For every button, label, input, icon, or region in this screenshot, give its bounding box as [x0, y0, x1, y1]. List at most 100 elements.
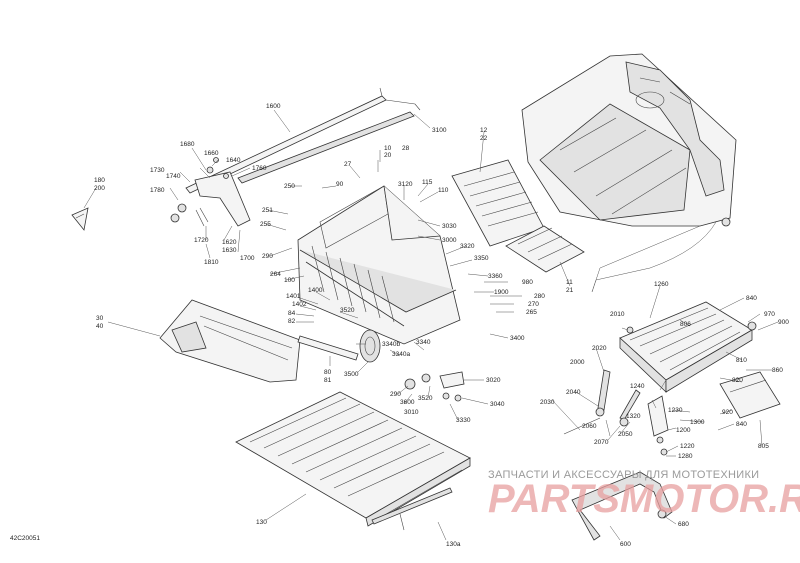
bracket-1300 — [647, 395, 669, 456]
callout: 130 — [256, 519, 267, 526]
callout: 2030 — [540, 399, 555, 406]
callout: 280 — [534, 293, 545, 300]
callout: 1660 — [204, 150, 219, 157]
callout: 3030 — [442, 223, 457, 230]
callout: 3000 — [442, 237, 457, 244]
small-bracket-180 — [71, 207, 89, 231]
callout: 1320 — [626, 413, 641, 420]
cargo-box-shell — [521, 53, 737, 227]
plate-805 — [719, 371, 781, 419]
callout: 2040 — [566, 389, 581, 396]
callout: 3600 — [400, 399, 415, 406]
callout: 10 — [384, 145, 392, 152]
callout: 82 — [288, 318, 296, 325]
lever-80 — [297, 335, 359, 361]
callout: 81 — [324, 377, 332, 384]
callout: 1280 — [678, 453, 693, 460]
callout: 1230 — [668, 407, 683, 414]
grommet — [721, 217, 731, 227]
callout: 3400 — [510, 335, 525, 342]
callout: 3340 — [416, 339, 431, 346]
callout-labels: 1600 3100 1680 1660 1640 1760 1730 1740 … — [94, 103, 789, 548]
callout: 265 — [526, 309, 537, 316]
callout: 110 — [438, 187, 449, 194]
callout: 3520 — [340, 307, 355, 314]
subframe-2010 — [619, 301, 757, 393]
callout: 840 — [736, 421, 747, 428]
callout: 3350 — [474, 255, 489, 262]
callout: 805 — [758, 443, 769, 450]
callout: 200 — [94, 185, 105, 192]
callout: 900 — [778, 319, 789, 326]
callout: 1400 — [308, 287, 323, 294]
callout: 1780 — [150, 187, 165, 194]
callout: 806 — [680, 321, 691, 328]
callout: 290 — [390, 391, 401, 398]
callout: 1220 — [680, 443, 695, 450]
callout: 3360 — [488, 273, 503, 280]
callout: 180 — [94, 177, 105, 184]
callout: 3500 — [344, 371, 359, 378]
diagram-code: 42C20051 — [10, 535, 40, 542]
callout: 290 — [262, 253, 273, 260]
callout: 1700 — [240, 255, 255, 262]
floor-rail-130a — [371, 487, 453, 531]
callout: 3340a — [392, 351, 410, 358]
bed-inner-frame — [297, 185, 461, 345]
callout: 21 — [566, 287, 574, 294]
cargo-floor-130 — [235, 391, 471, 527]
callout: 3340b — [382, 341, 400, 348]
callout: 30 — [96, 315, 104, 322]
bracket-3020 — [439, 371, 465, 402]
callout: 1300 — [690, 419, 705, 426]
flat-panel-11 — [505, 225, 585, 273]
watermark-caption: ЗАПЧАСТИ И АКСЕССУАРЫ ДЛЯ МОТОТЕХНИКИ — [488, 469, 759, 481]
watermark-brand: PARTSMOTOR.RU — [488, 477, 800, 521]
hinge-bracket-assembly — [170, 157, 251, 227]
callout: 2070 — [594, 439, 609, 446]
callout: 3010 — [404, 409, 419, 416]
callout: 920 — [722, 409, 733, 416]
callout: 1260 — [654, 281, 669, 288]
callout: 3020 — [486, 377, 501, 384]
callout: 1740 — [166, 173, 181, 180]
cable — [591, 221, 717, 293]
callout: 3100 — [432, 127, 447, 134]
callout: 100 — [284, 277, 295, 284]
callout: 1640 — [226, 157, 241, 164]
callout: 980 — [522, 279, 533, 286]
callout: 251 — [262, 207, 273, 214]
callout: 250 — [284, 183, 295, 190]
callout: 1730 — [150, 167, 165, 174]
callout: 264 — [270, 271, 281, 278]
callout: 2050 — [618, 431, 633, 438]
callout: 255 — [260, 221, 271, 228]
rail-3100 — [237, 111, 415, 184]
callout: 810 — [736, 357, 747, 364]
callout: 2000 — [570, 359, 585, 366]
callout: 90 — [336, 181, 344, 188]
callout: 1720 — [194, 237, 209, 244]
long-rod-1600 — [185, 87, 421, 194]
callout: 840 — [746, 295, 757, 302]
callout: 680 — [678, 521, 689, 528]
callout: 1401 — [286, 293, 301, 300]
callout: 3320 — [460, 243, 475, 250]
callout: 12 — [480, 127, 488, 134]
callout: 80 — [324, 369, 332, 376]
callout: 22 — [480, 135, 488, 142]
callout: 970 — [764, 311, 775, 318]
callout: 84 — [288, 310, 296, 317]
callout: 27 — [344, 161, 352, 168]
callout: 820 — [732, 377, 743, 384]
strut-assembly-2000 — [563, 369, 641, 435]
callout: 1240 — [630, 383, 645, 390]
callout: 270 — [528, 301, 539, 308]
callout: 40 — [96, 323, 104, 330]
callout: 28 — [402, 145, 410, 152]
callout: 115 — [422, 179, 433, 186]
callout: 1760 — [252, 165, 267, 172]
callout: 2010 — [610, 311, 625, 318]
